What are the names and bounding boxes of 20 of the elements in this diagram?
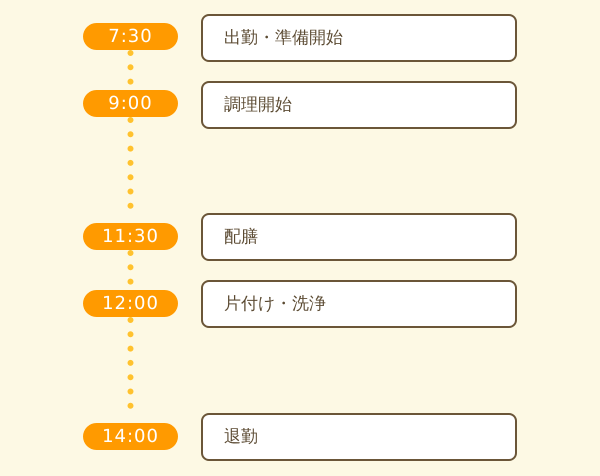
task-text: 調理開始: [224, 94, 292, 116]
time-text: 9:00: [108, 94, 153, 114]
task-box: [201, 213, 517, 261]
time-pill: [83, 90, 178, 117]
time-text: 7:30: [108, 26, 153, 46]
task-box: [201, 81, 517, 129]
task-box: [201, 14, 517, 62]
time-text: 11:30: [102, 226, 159, 246]
task-box: [201, 280, 517, 328]
task-text: 配膳: [224, 226, 258, 248]
task-text: 出勤・準備開始: [224, 28, 343, 48]
task-box: [201, 413, 517, 461]
task-text: 片付け・洗浄: [224, 294, 326, 314]
time-text: 12:00: [102, 294, 159, 314]
time-text: 14:00: [102, 426, 159, 446]
task-text: 退勤: [224, 426, 258, 448]
time-pill: [83, 290, 178, 317]
time-pill: [83, 23, 178, 50]
time-pill: [83, 223, 178, 250]
time-pill: [83, 423, 178, 450]
